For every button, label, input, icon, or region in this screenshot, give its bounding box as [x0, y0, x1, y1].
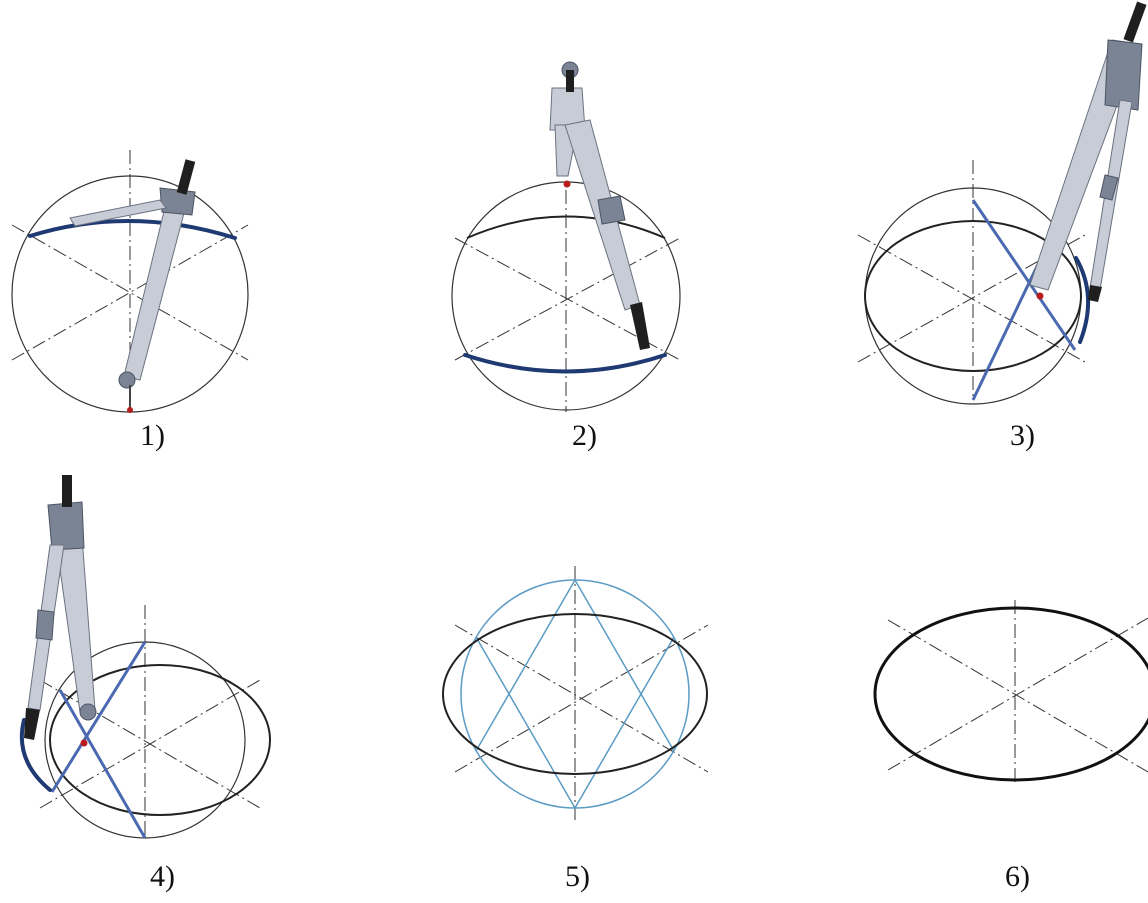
pivot-point	[127, 407, 133, 413]
ellipse-outline	[442, 613, 708, 775]
compass-icon	[1029, 1, 1147, 302]
compass-icon	[69, 159, 196, 408]
construction-line-4	[574, 636, 675, 809]
auxiliary-line-2	[971, 259, 1042, 401]
step-4-panel: 4)	[19, 475, 271, 893]
axis-diagonal-2	[887, 617, 1148, 771]
axis-diagonal-2	[454, 624, 709, 773]
step-5-label: 5)	[565, 860, 590, 893]
compass-arc	[463, 353, 667, 374]
axis-diagonal-1	[887, 619, 1148, 773]
step-4-label: 4)	[150, 860, 175, 893]
auxiliary-line-1	[971, 199, 1077, 351]
compass-icon	[549, 61, 650, 350]
partial-ellipse	[49, 664, 271, 816]
compass-arc	[28, 219, 237, 240]
axis-diagonal-2	[454, 237, 681, 361]
auxiliary-line-2	[58, 689, 147, 839]
compass-arc	[1074, 256, 1091, 344]
step-3-panel: 3)	[857, 1, 1147, 452]
axis-diagonal-1	[11, 224, 249, 361]
partial-ellipse	[864, 220, 1082, 372]
construction-line-3	[475, 636, 576, 809]
axis-diagonal-2	[11, 224, 249, 361]
compass-icon	[24, 475, 97, 740]
step-1-label: 1)	[140, 419, 165, 452]
construction-line-2	[475, 579, 576, 752]
step-5-panel: 5)	[442, 566, 709, 893]
pivot-point	[563, 180, 571, 188]
pivot-point	[80, 739, 88, 747]
step-1-panel: 1)	[11, 150, 249, 452]
upper-arc	[466, 215, 666, 239]
step-2-panel: 2)	[451, 61, 681, 452]
final-ellipse	[873, 606, 1148, 782]
auxiliary-line-1	[50, 641, 147, 793]
step-6-panel: 6)	[873, 600, 1148, 893]
compass-arc	[19, 718, 52, 792]
step-3-label: 3)	[1010, 419, 1035, 452]
construction-line-1	[574, 579, 675, 752]
step-6-label: 6)	[1005, 860, 1030, 893]
pivot-point	[1036, 292, 1044, 300]
step-2-label: 2)	[572, 419, 597, 452]
axis-diagonal-2	[39, 679, 261, 809]
